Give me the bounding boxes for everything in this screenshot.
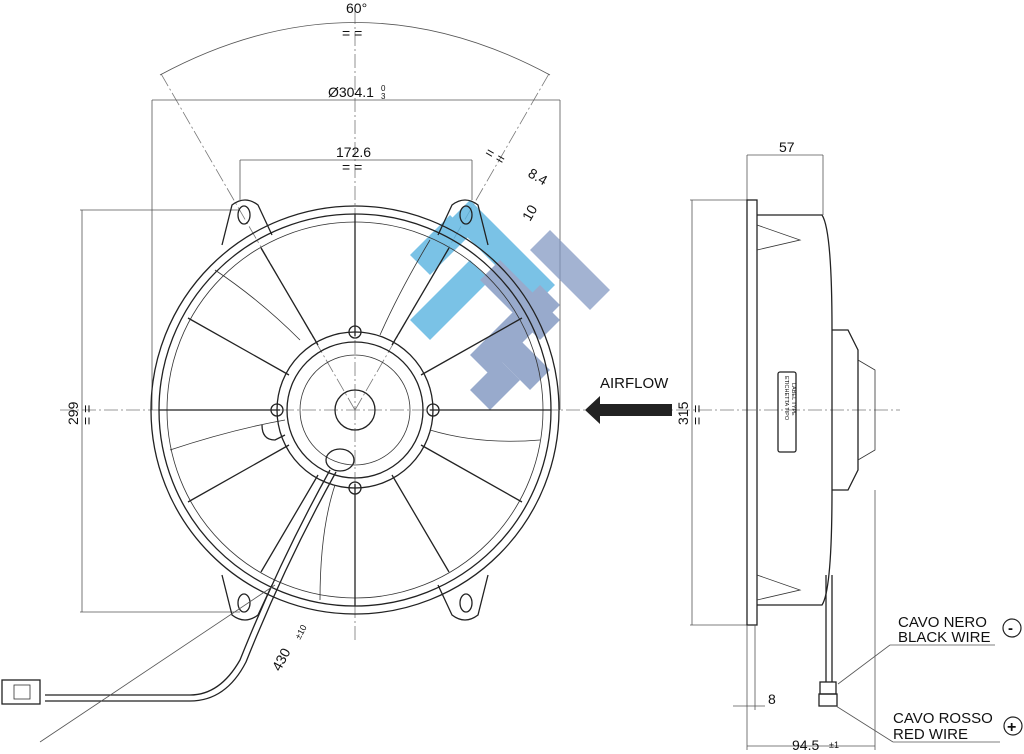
fan-side-view: 315 = = 57 ETICHETTA TIPO LABEL TYPE 8 9… bbox=[675, 139, 1000, 753]
mounting-hole bbox=[237, 593, 251, 613]
tab-length-dimension: 10 bbox=[519, 202, 541, 224]
plus-sign: + bbox=[1007, 719, 1016, 736]
tab-width-dimension: 8.4 bbox=[526, 165, 551, 189]
mounting-hole bbox=[237, 205, 251, 225]
diameter-tolerance-upper: 0 bbox=[381, 84, 386, 93]
fan-front-view: 430 ±10 bbox=[1, 199, 560, 743]
hole-spacing-dimension: 172.6 bbox=[336, 144, 371, 160]
airflow-label: AIRFLOW bbox=[600, 375, 669, 392]
label-plate bbox=[777, 371, 797, 453]
side-depth-dimension: 57 bbox=[779, 139, 795, 155]
airflow-arrow-icon bbox=[585, 396, 672, 424]
symmetry-mark: = = bbox=[483, 144, 509, 168]
motor-hub bbox=[276, 331, 434, 489]
symmetry-mark: = = bbox=[689, 405, 705, 425]
angle-dimension-arc bbox=[159, 22, 551, 76]
cable bbox=[45, 469, 331, 696]
mounting-hole bbox=[459, 593, 473, 613]
red-wire-label-it: CAVO ROSSO bbox=[893, 710, 993, 727]
angle-line-right bbox=[354, 71, 551, 411]
connector-plug bbox=[1, 679, 41, 705]
symmetry-mark: = = bbox=[79, 405, 95, 425]
cable-length-dimension: 430 bbox=[269, 645, 294, 673]
symmetry-mark: = = bbox=[342, 159, 362, 175]
cable-length-tolerance: ±10 bbox=[293, 623, 309, 641]
label-plate-line1: ETICHETTA TIPO bbox=[783, 376, 789, 421]
symmetry-mark: = = bbox=[342, 25, 362, 41]
angle-line-left bbox=[159, 71, 356, 411]
front-height-dimension: 299 bbox=[65, 401, 81, 425]
flange-depth-dimension: 8 bbox=[768, 691, 776, 707]
red-wire-label-en: RED WIRE bbox=[893, 726, 968, 743]
minus-sign: - bbox=[1008, 620, 1013, 637]
minus-icon bbox=[1002, 618, 1022, 638]
side-height-dimension: 315 bbox=[675, 401, 691, 425]
cable-outlet bbox=[325, 448, 355, 472]
diameter-tolerance-lower: 3 bbox=[381, 92, 386, 101]
mounting-hole bbox=[459, 205, 473, 225]
black-wire-label-it: CAVO NERO bbox=[898, 614, 987, 631]
plus-icon bbox=[1003, 716, 1023, 736]
diameter-dimension: Ø304.1 bbox=[328, 84, 374, 100]
black-wire-label-en: BLACK WIRE bbox=[898, 629, 991, 646]
label-plate-line2: LABEL TYPE bbox=[790, 383, 796, 416]
total-depth-dimension: 94.5 bbox=[792, 737, 819, 753]
total-depth-tolerance: ±1 bbox=[829, 740, 839, 750]
watermark-logo bbox=[410, 200, 610, 410]
angle-dimension: 60° bbox=[346, 0, 367, 16]
wire-connector bbox=[819, 681, 837, 695]
